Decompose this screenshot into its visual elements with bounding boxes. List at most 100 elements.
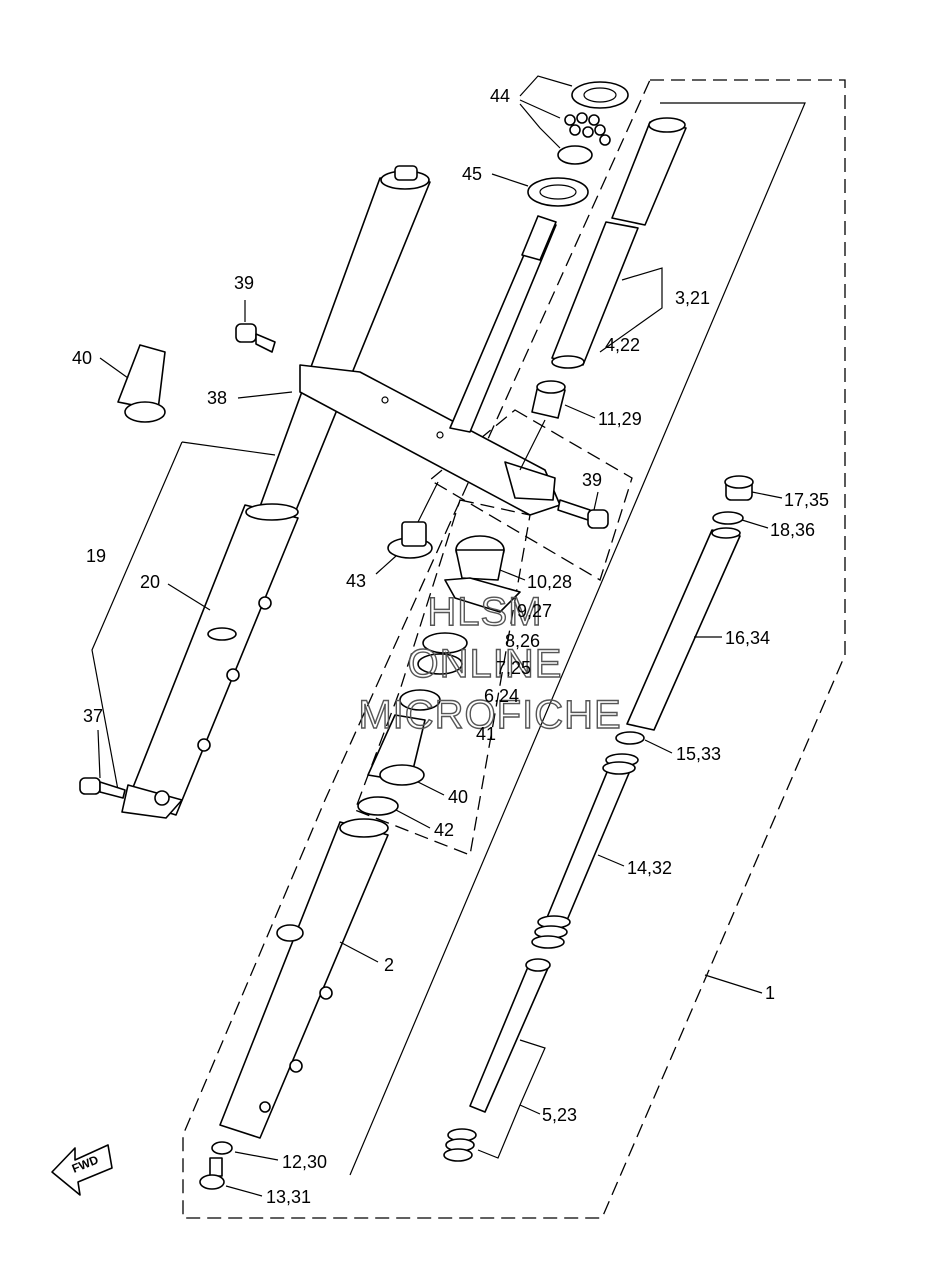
left-fork-lug-a bbox=[258, 596, 272, 610]
callout-39-right: 39 bbox=[582, 470, 602, 490]
washer-12-30 bbox=[211, 1141, 233, 1155]
bracket-40-left-ring bbox=[124, 401, 166, 423]
collar-11-29 bbox=[531, 380, 566, 419]
right-outer-slider-2 bbox=[219, 818, 389, 1139]
watermark-line3: MICROFICHE bbox=[358, 693, 621, 737]
leader-18-36 bbox=[741, 519, 769, 529]
right-upper-tube bbox=[551, 117, 687, 369]
left-fork-lug-c bbox=[197, 738, 211, 752]
ball bbox=[564, 114, 576, 126]
fwd-arrow: FWD bbox=[51, 1144, 113, 1196]
headlight-bracket-parts bbox=[357, 535, 521, 816]
damper-rod-top bbox=[525, 958, 551, 972]
bolt-39-left-shank bbox=[255, 333, 276, 353]
tube-3-21-top bbox=[648, 117, 686, 133]
callout-7-25: 7,25 bbox=[496, 658, 531, 678]
left-fork-leg bbox=[121, 165, 431, 819]
spring-coil bbox=[602, 761, 636, 775]
ball bbox=[599, 134, 611, 146]
nut-43 bbox=[387, 521, 433, 559]
leader-2 bbox=[339, 941, 379, 963]
steering-stem bbox=[449, 215, 557, 433]
leader-14-32 bbox=[597, 854, 625, 867]
left-fork-group-line bbox=[181, 441, 276, 456]
left-fork-reflector bbox=[207, 627, 237, 641]
leader-40b bbox=[417, 781, 445, 796]
leader-44-b bbox=[519, 99, 561, 119]
slider-2-reflector bbox=[276, 924, 304, 942]
collar-top bbox=[536, 380, 566, 394]
lower-bracket-hole bbox=[381, 396, 389, 404]
leader-45 bbox=[491, 173, 529, 187]
steering-stem-thread bbox=[521, 215, 557, 261]
bracket-40-left bbox=[117, 344, 166, 423]
ball bbox=[569, 124, 581, 136]
bearing-race-44-bottom bbox=[557, 145, 593, 165]
grouping-lines bbox=[91, 102, 806, 1176]
bolt-13-31-head bbox=[199, 1174, 225, 1190]
bolt-39-right-shank bbox=[557, 499, 591, 521]
damper-spring-coil bbox=[443, 1148, 473, 1162]
left-fork-tube-top bbox=[394, 165, 418, 181]
leader-44 bbox=[519, 75, 573, 97]
leader-5-23-b bbox=[519, 1104, 541, 1115]
callout-37: 37 bbox=[83, 706, 103, 726]
left-fork-group-line-b bbox=[91, 441, 183, 791]
callout-39-left: 39 bbox=[234, 273, 254, 293]
callout-9-27: 9,27 bbox=[517, 601, 552, 621]
damper-rod-5-23 bbox=[443, 958, 551, 1162]
damper-rod-shaft bbox=[469, 961, 549, 1113]
lower-bracket-hole-b bbox=[436, 431, 444, 439]
assembly-boundaries bbox=[182, 79, 846, 1219]
watermark-line1: HLSM bbox=[427, 590, 542, 634]
leader-12-30 bbox=[234, 1151, 279, 1161]
slider-2-lug-c bbox=[259, 1101, 271, 1113]
spring-coil bbox=[531, 935, 565, 949]
ball bbox=[588, 114, 600, 126]
callout-labels: 44 45 3,21 4,22 11,29 39 40 38 39 17,35 … bbox=[72, 86, 829, 1207]
ring-6-24 bbox=[399, 689, 441, 711]
steering-stem-boundary bbox=[428, 409, 633, 581]
callout-6-24: 6,24 bbox=[484, 686, 519, 706]
callout-10-28: 10,28 bbox=[527, 572, 572, 592]
callout-18-36: 18,36 bbox=[770, 520, 815, 540]
tube-4-22-bottom bbox=[551, 355, 585, 369]
callout-13-31: 13,31 bbox=[266, 1187, 311, 1207]
ring-7-25 bbox=[417, 653, 463, 675]
leader-17-35 bbox=[751, 491, 783, 499]
slider-2-lug-b bbox=[289, 1059, 303, 1073]
bearings bbox=[527, 81, 629, 207]
callout-14-32: 14,32 bbox=[627, 858, 672, 878]
leader-38 bbox=[237, 391, 293, 399]
callout-42: 42 bbox=[434, 820, 454, 840]
leader-43 bbox=[375, 555, 397, 575]
leader-axis bbox=[519, 419, 546, 471]
cap-bolt-17-35-top bbox=[724, 475, 754, 489]
ball bbox=[594, 124, 606, 136]
tube-3-21 bbox=[611, 121, 687, 226]
callout-19: 19 bbox=[86, 546, 106, 566]
inner-tube-16-34-top bbox=[711, 527, 741, 539]
callout-41: 41 bbox=[476, 724, 496, 744]
callout-11-29: 11,29 bbox=[598, 409, 642, 429]
leader-lines bbox=[97, 75, 783, 1197]
callout-1: 1 bbox=[765, 983, 775, 1003]
guide-9-27 bbox=[444, 577, 521, 613]
leader-44-c bbox=[519, 103, 561, 149]
fwd-arrow-shape bbox=[51, 1144, 113, 1196]
bearing-race-45 bbox=[527, 177, 589, 207]
callout-12-30: 12,30 bbox=[282, 1152, 327, 1172]
callout-15-33: 15,33 bbox=[676, 744, 721, 764]
ball bbox=[576, 112, 588, 124]
callout-40-left: 40 bbox=[72, 348, 92, 368]
ball bbox=[582, 126, 594, 138]
leader-10-28 bbox=[499, 569, 526, 581]
callout-2: 2 bbox=[384, 955, 394, 975]
drain-bolts bbox=[199, 1141, 233, 1190]
right-inner-components bbox=[443, 475, 754, 1162]
spring-14-32-rod bbox=[545, 759, 633, 926]
callout-40-right: 40 bbox=[448, 787, 468, 807]
slider-2-top bbox=[339, 818, 389, 838]
callout-16-34: 16,34 bbox=[725, 628, 770, 648]
